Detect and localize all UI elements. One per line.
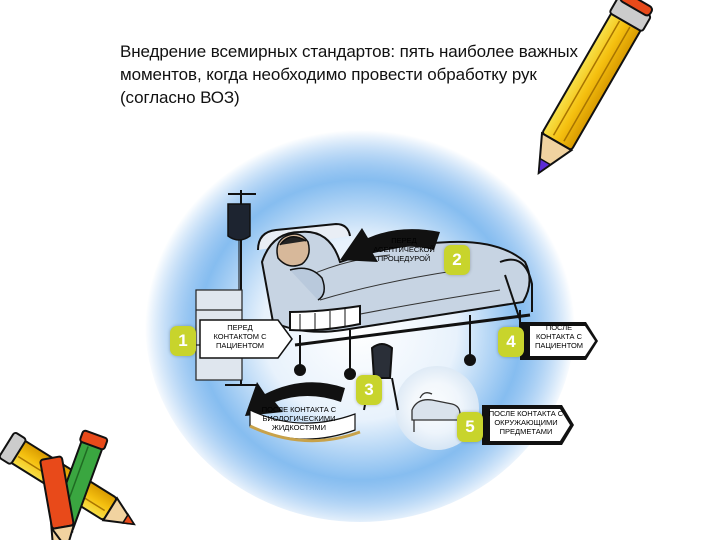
moment-1-label: ПЕРЕД КОНТАКТОМ С ПАЦИЕНТОМ <box>213 323 267 350</box>
moment-5-badge: 5 <box>457 412 483 442</box>
moment-4-label: ПОСЛЕ КОНТАКТА С ПАЦИЕНТОМ <box>534 323 584 350</box>
title-line-1: Внедрение всемирных стандартов: пять наи… <box>120 42 578 61</box>
moment-3-badge: 3 <box>356 375 382 405</box>
moment-4-badge: 4 <box>498 327 524 357</box>
moment-2-badge: 2 <box>444 245 470 275</box>
title-line-3: (согласно ВОЗ) <box>120 88 240 107</box>
arrow-moment-2 <box>340 228 440 262</box>
moment-2-label: ПЕРЕД АСЕПТИЧЕСКОЙ ПРОЦЕДУРОЙ <box>373 236 435 263</box>
arrow-moment-3 <box>245 382 345 416</box>
title-line-2: моментов, когда необходимо провести обра… <box>120 65 537 84</box>
slide-title: Внедрение всемирных стандартов: пять наи… <box>120 40 625 109</box>
patient-icon <box>276 233 325 301</box>
arrow-moment-1 <box>199 319 293 359</box>
pencil-icon-top-right <box>537 0 653 175</box>
moment-1-badge: 1 <box>170 326 196 356</box>
moment-5-label: ПОСЛЕ КОНТАКТА С ОКРУЖАЮЩИМИ ПРЕДМЕТАМИ <box>488 409 564 436</box>
pencil-icon-bottom-left-3 <box>39 455 76 540</box>
moment-3-label: ПОСЛЕ КОНТАКТА С БИОЛОГИЧЕСКИМИ ЖИДКОСТЯ… <box>261 405 337 432</box>
